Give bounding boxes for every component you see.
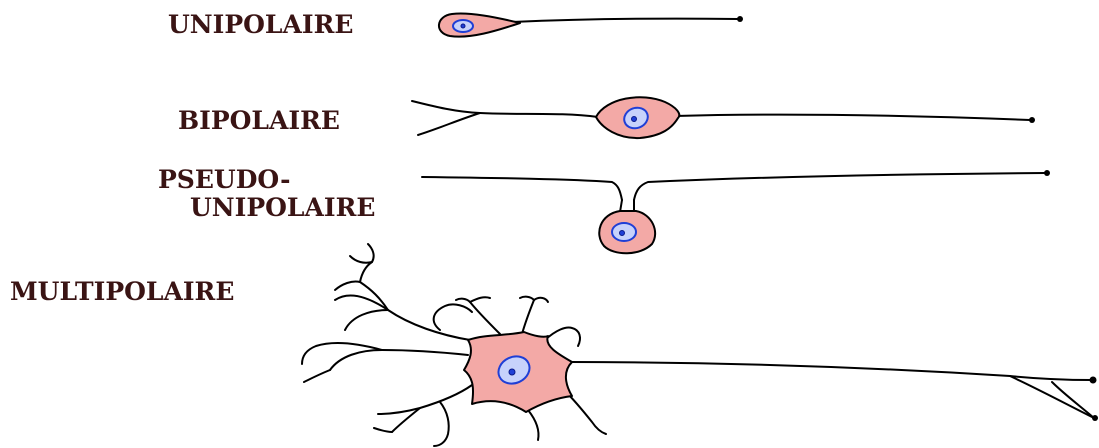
multipolar-dendrite xyxy=(522,300,534,334)
multipolar-dendrite xyxy=(368,244,374,262)
multipolar-dendrite xyxy=(528,410,539,440)
unipolar-soma xyxy=(439,14,520,37)
multipolar-terminal xyxy=(1090,377,1097,384)
pseudo-nucleolus xyxy=(620,231,625,236)
bipolar-dendrite-lower xyxy=(418,113,480,135)
multipolar-dendrite xyxy=(345,310,388,330)
bipolar-terminal xyxy=(1029,117,1035,123)
bipolar-axon xyxy=(675,115,1030,120)
multipolar-dendrite xyxy=(374,428,392,432)
multipolar-dendrite xyxy=(330,350,468,370)
multipolar-dendrite xyxy=(566,392,606,434)
multipolar-neuron xyxy=(302,244,1098,446)
multipolar-dendrite xyxy=(456,299,500,334)
unipolar-axon xyxy=(512,19,738,22)
multipolar-dendrite xyxy=(360,282,388,310)
label-pseudo-line1: PSEUDO- xyxy=(158,165,290,194)
multipolar-terminal xyxy=(1092,415,1098,421)
label-bipolar: BIPOLAIRE xyxy=(178,106,340,135)
multipolar-dendrite xyxy=(304,370,330,382)
label-multipolar: MULTIPOLAIRE xyxy=(10,277,234,306)
pseudo-central-branch xyxy=(634,173,1045,200)
multipolar-dendrite xyxy=(520,297,534,300)
pseudo-terminal xyxy=(1044,170,1050,176)
multipolar-dendrite xyxy=(302,343,382,364)
bipolar-dendrite-upper xyxy=(412,101,598,117)
bipolar-neuron xyxy=(412,97,1035,138)
unipolar-nucleolus xyxy=(461,24,465,28)
multipolar-dendrite xyxy=(335,281,360,290)
pseudo-unipolar-neuron xyxy=(422,170,1050,253)
multipolar-dendrite xyxy=(470,297,490,302)
pseudo-peripheral-branch xyxy=(422,177,622,200)
multipolar-nucleolus xyxy=(509,369,515,375)
unipolar-neuron xyxy=(439,14,743,37)
multipolar-dendrite xyxy=(534,298,548,302)
label-unipolar: UNIPOLAIRE xyxy=(168,10,353,39)
multipolar-dendrite xyxy=(434,304,472,330)
multipolar-dendrite xyxy=(350,256,372,263)
bipolar-nucleolus xyxy=(632,117,637,122)
label-pseudo-line2: UNIPOLAIRE xyxy=(190,193,375,222)
multipolar-dendrite xyxy=(360,262,372,282)
multipolar-dendrite xyxy=(545,328,580,347)
unipolar-terminal xyxy=(737,16,743,22)
multipolar-dendrite xyxy=(434,402,449,446)
multipolar-dendrite xyxy=(378,385,472,414)
